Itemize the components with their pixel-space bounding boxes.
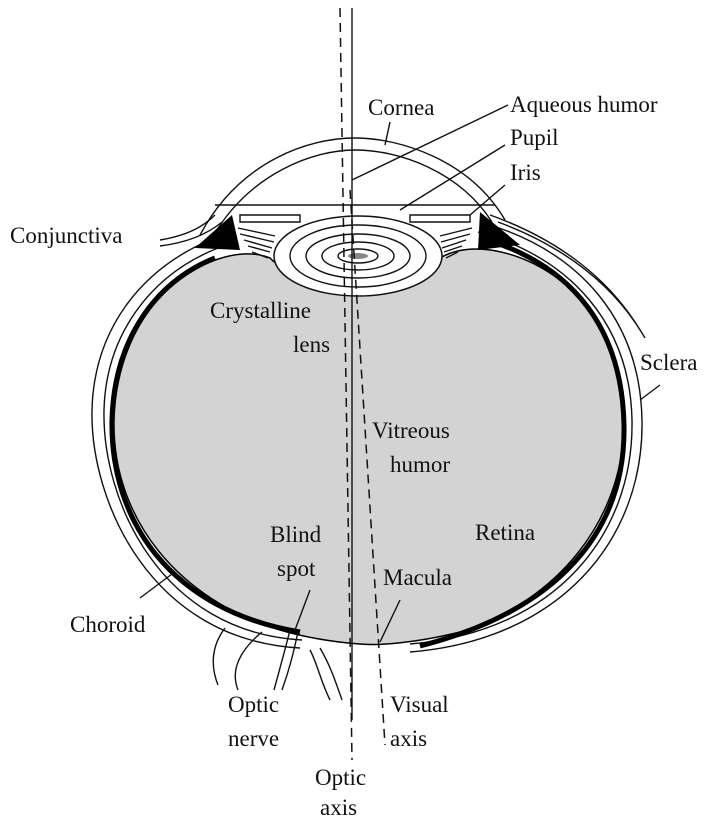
label-iris: Iris <box>510 160 541 185</box>
label-sclera: Sclera <box>640 350 697 375</box>
label-conjunctiva: Conjunctiva <box>10 223 122 248</box>
label-choroid: Choroid <box>70 612 146 637</box>
label-optic-nerve-1: Optic <box>228 692 279 717</box>
optic-nerve-left-edge <box>213 628 262 690</box>
label-visual-axis-1: Visual <box>390 692 449 717</box>
label-cornea: Cornea <box>368 95 434 120</box>
label-aqueous-humor: Aqueous humor <box>510 92 658 117</box>
label-visual-axis-2: axis <box>390 726 427 751</box>
label-optic-nerve-2: nerve <box>228 726 279 751</box>
label-blind: Blind <box>270 522 322 547</box>
leader-pupil <box>400 145 505 210</box>
label-vitreous: Vitreous <box>372 418 450 443</box>
label-vitreous-humor: humor <box>390 452 450 477</box>
label-crystalline: Crystalline <box>210 298 311 323</box>
label-pupil: Pupil <box>510 125 559 150</box>
leader-choroid <box>140 574 172 598</box>
label-retina: Retina <box>475 520 535 545</box>
iris-left <box>240 215 300 222</box>
label-macula: Macula <box>383 565 452 590</box>
optic-nerve-right-edge <box>310 648 342 700</box>
leader-sclera <box>640 385 660 400</box>
label-spot: spot <box>277 556 316 581</box>
iris-right <box>410 215 470 222</box>
label-optic-axis-1: Optic <box>315 765 366 790</box>
label-optic-axis-2: axis <box>320 795 357 820</box>
label-lens: lens <box>293 332 330 357</box>
